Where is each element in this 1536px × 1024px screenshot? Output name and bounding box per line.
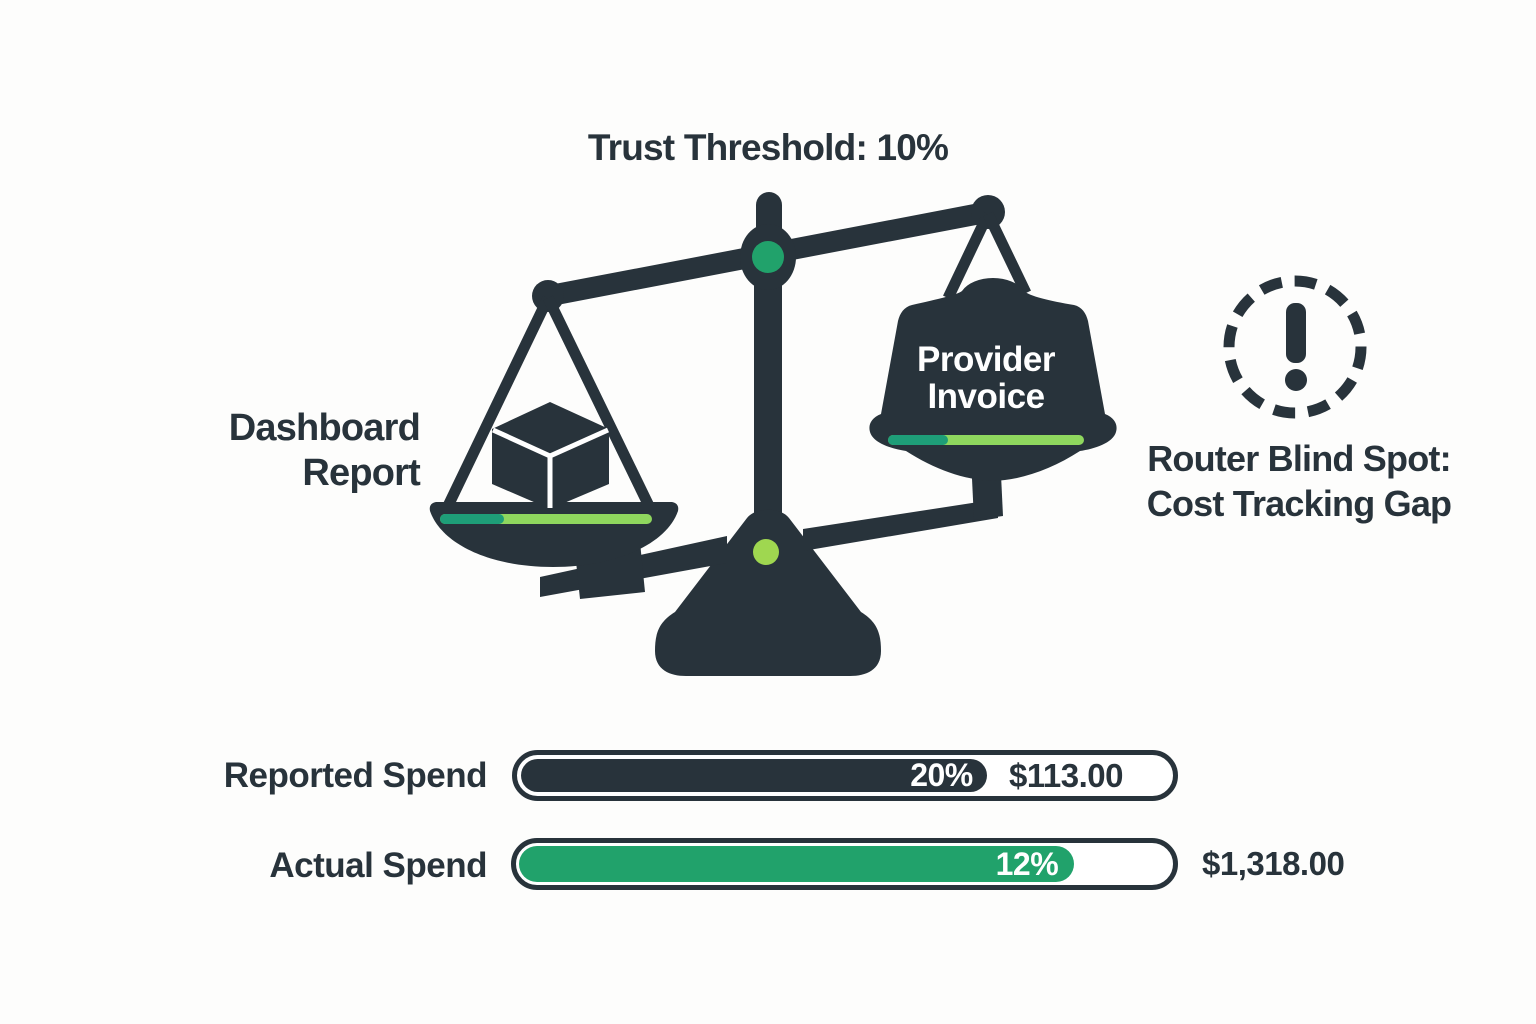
actual-spend-label: Actual Spend	[269, 846, 487, 885]
left-string-right	[543, 295, 655, 511]
warning-label-line2: Cost Tracking Gap	[1146, 483, 1452, 524]
actual-spend-amount: $1,318.00	[1202, 845, 1345, 882]
page-title: Trust Threshold: 10%	[587, 127, 949, 168]
exclamation-dot	[1285, 369, 1307, 391]
warning-label-line1: Router Blind Spot:	[1147, 438, 1451, 479]
reported-spend-amount: $113.00	[1009, 756, 1123, 794]
cube-icon	[491, 402, 610, 509]
left-pan-progress-fill	[440, 514, 504, 524]
scale-stand	[655, 192, 881, 676]
right-string-left	[943, 211, 993, 301]
center-pole	[754, 256, 782, 520]
warning-label: Router Blind Spot: Cost Tracking Gap	[1118, 436, 1480, 526]
right-weight-label: Provider Invoice	[880, 341, 1092, 415]
right-string-right	[983, 211, 1031, 296]
actual-spend-bar-fill: 12%	[519, 845, 1075, 882]
left-pan-label-line1: Dashboard	[228, 407, 421, 449]
actual-spend-percent: 12%	[995, 845, 1059, 882]
left-pan-group	[429, 295, 679, 567]
right-weight-group	[869, 211, 1117, 481]
right-weight-label-line1: Provider	[917, 340, 1056, 379]
reported-spend-percent: 20%	[910, 757, 973, 793]
left-pan-label: Dashboard Report	[228, 406, 421, 496]
pivot-dot-icon	[752, 241, 784, 273]
right-weight-label-line2: Invoice	[927, 377, 1045, 416]
base-pedestal	[655, 509, 881, 676]
exclamation-bar	[1286, 303, 1306, 363]
dashed-circle	[1223, 275, 1367, 419]
reported-spend-label: Reported Spend	[223, 756, 488, 795]
left-string-left	[442, 295, 553, 511]
left-pan-label-line2: Report	[302, 452, 420, 494]
base-dot-icon	[753, 539, 779, 565]
exclamation-circle-dashed-icon	[1223, 275, 1367, 419]
reported-spend-bar: 20% $113.00	[512, 750, 1178, 801]
weight-progress-fill	[888, 435, 948, 445]
bottom-link-right	[803, 499, 998, 551]
weight-body	[869, 278, 1117, 481]
actual-spend-bar: 12%	[511, 838, 1178, 890]
reported-spend-bar-fill: 20%	[521, 757, 987, 793]
